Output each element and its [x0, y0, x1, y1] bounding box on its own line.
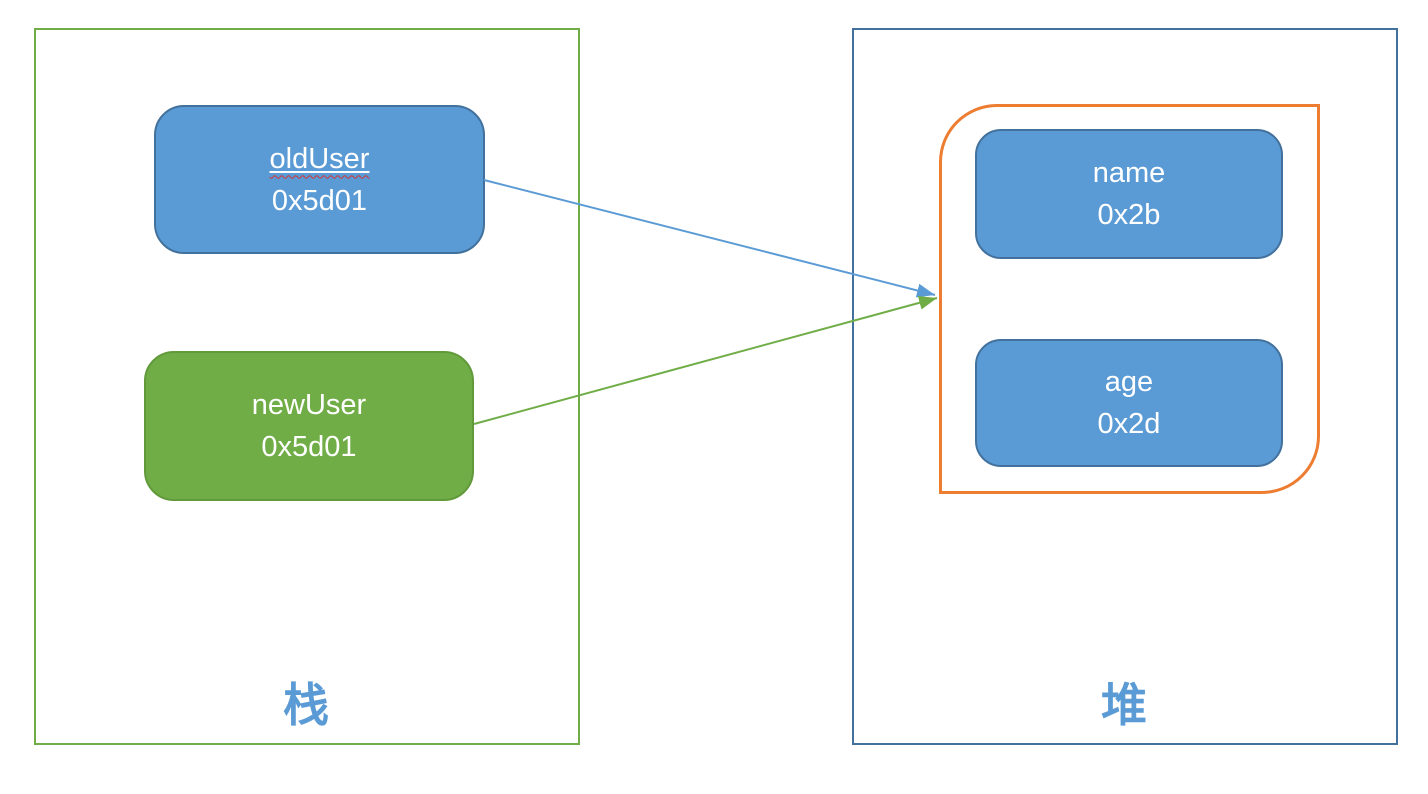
newuser-variable-box: newUser 0x5d01: [144, 351, 474, 501]
age-field-box: age 0x2d: [975, 339, 1283, 467]
olduser-variable-address: 0x5d01: [271, 184, 368, 217]
age-field-address: 0x2d: [1097, 408, 1161, 440]
stack-frame: oldUser 0x5d01 newUser 0x5d01 栈: [34, 28, 580, 745]
stack-label: 栈: [283, 679, 331, 731]
olduser-variable-box: oldUser 0x5d01: [154, 105, 485, 254]
name-field-address: 0x2b: [1097, 199, 1161, 231]
heap-object-container: name 0x2b age 0x2d: [939, 104, 1320, 494]
age-field-label: age: [1104, 366, 1154, 398]
name-field-box: name 0x2b: [975, 129, 1283, 259]
name-field-label: name: [1092, 157, 1166, 189]
newuser-variable-name: newUser: [251, 389, 367, 421]
heap-frame: name 0x2b age 0x2d 堆: [852, 28, 1398, 745]
olduser-variable-name: oldUser: [269, 142, 370, 175]
newuser-variable-address: 0x5d01: [261, 431, 357, 463]
heap-label: 堆: [1101, 679, 1149, 731]
